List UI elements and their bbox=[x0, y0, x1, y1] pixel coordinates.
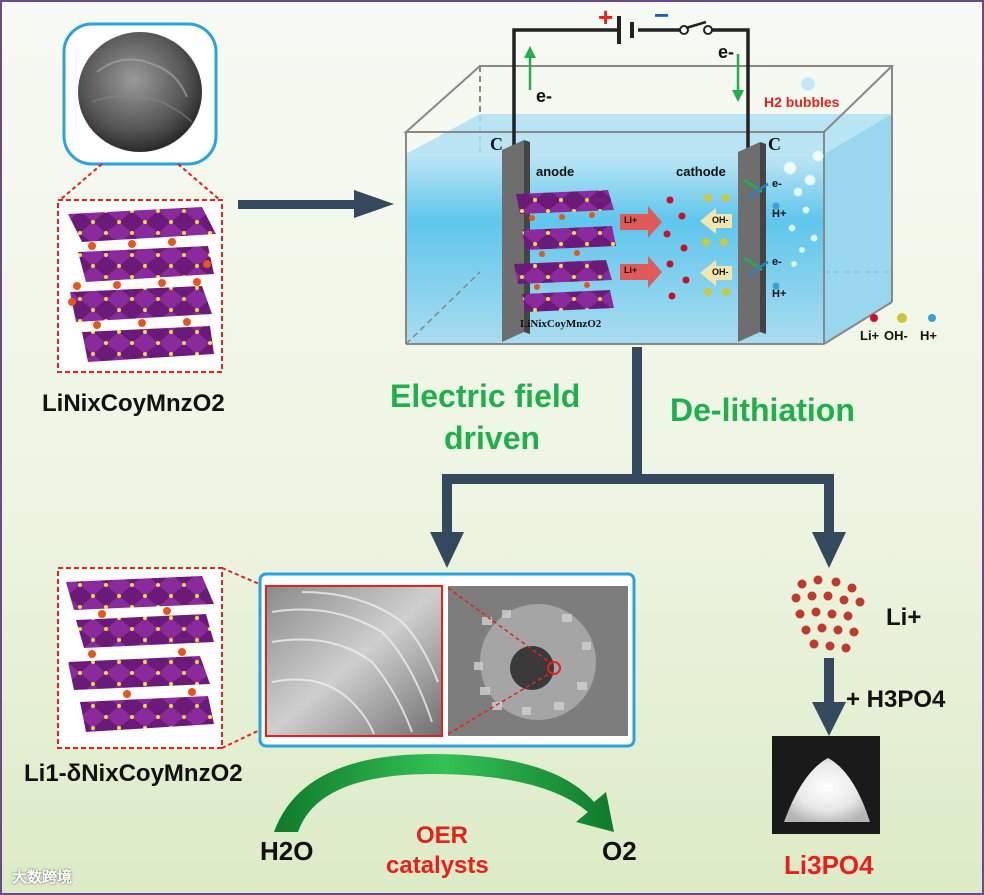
anode-crystal-layers bbox=[514, 190, 616, 312]
anode-electrode bbox=[502, 140, 530, 342]
ion-legend-dots bbox=[870, 313, 936, 323]
oh-migration-arrows bbox=[700, 208, 732, 286]
cell-crystal-formula: LiNixCoyMnzO2 bbox=[520, 318, 602, 330]
h2-bubbles-label: H2 bubbles bbox=[764, 94, 840, 110]
zoom-lines-bottom bbox=[221, 567, 265, 749]
sem-images-panel bbox=[258, 572, 636, 748]
minus-sign: − bbox=[654, 0, 670, 30]
battery-icon bbox=[617, 16, 634, 44]
cathode-label: cathode bbox=[676, 164, 726, 179]
cathode-h-ion-1: H+ bbox=[772, 208, 787, 220]
electron-label-right: e- bbox=[718, 42, 735, 62]
arrow-to-cell bbox=[238, 190, 394, 218]
lithium-ion-cluster bbox=[791, 575, 865, 653]
zoom-lines bbox=[59, 163, 221, 201]
external-circuit bbox=[512, 28, 750, 150]
oxygen-label: O2 bbox=[602, 836, 637, 866]
oer-label-2: catalysts bbox=[386, 852, 489, 879]
cathode-electrode bbox=[738, 142, 766, 342]
watermark: 大数跨境 bbox=[12, 869, 73, 886]
process-title-left-2: driven bbox=[444, 420, 541, 456]
crystal-structure-end bbox=[57, 567, 223, 749]
electrode-label-right: C bbox=[768, 134, 781, 154]
sem-particle-image bbox=[62, 22, 218, 166]
cathode-electron-2: e- bbox=[772, 256, 782, 268]
process-split-arrow bbox=[430, 347, 846, 568]
oh-ion-dots bbox=[702, 194, 730, 296]
electrode-label-left: C bbox=[490, 134, 503, 154]
legend-h: H+ bbox=[920, 328, 937, 343]
crystal-structure-start bbox=[57, 199, 223, 373]
h-ion-dots bbox=[772, 202, 780, 290]
h2-bubbles bbox=[783, 76, 824, 267]
start-material-formula: LiNixCoyMnzO2 bbox=[42, 390, 225, 417]
cathode-electron-1: e- bbox=[772, 178, 782, 190]
end-material-formula: Li1-δNixCoyMnzO2 bbox=[24, 760, 243, 787]
oer-label-1: OER bbox=[416, 822, 469, 849]
process-title-right: De-lithiation bbox=[670, 392, 855, 428]
product-salt-label: Li3PO4 bbox=[784, 850, 874, 880]
li-arrow-label-2: Li+ bbox=[624, 265, 638, 275]
legend-oh: OH- bbox=[884, 328, 908, 343]
process-title-left-1: Electric field bbox=[390, 378, 581, 414]
water-label: H2O bbox=[260, 836, 314, 866]
oh-arrow-label-1: OH- bbox=[712, 215, 729, 225]
switch-icon bbox=[679, 20, 713, 35]
electron-label-left: e- bbox=[536, 86, 553, 106]
li-ion-product-label: Li+ bbox=[886, 604, 922, 631]
reagent-arrow bbox=[812, 658, 846, 736]
li3po4-powder-photo bbox=[772, 736, 880, 834]
electron-flow-arrows bbox=[524, 46, 744, 102]
oh-arrow-label-2: OH- bbox=[712, 267, 729, 277]
li-migration-arrows bbox=[620, 206, 662, 288]
cathode-arrows bbox=[743, 178, 769, 277]
cathode-h-ion-2: H+ bbox=[772, 288, 787, 300]
anode-label: anode bbox=[536, 164, 575, 179]
legend-li: Li+ bbox=[860, 328, 880, 343]
reagent-label: + H3PO4 bbox=[846, 686, 946, 713]
li-ion-dots bbox=[663, 196, 690, 300]
li-arrow-label-1: Li+ bbox=[624, 215, 638, 225]
oer-curved-arrow bbox=[274, 754, 614, 832]
plus-sign: + bbox=[598, 2, 614, 32]
